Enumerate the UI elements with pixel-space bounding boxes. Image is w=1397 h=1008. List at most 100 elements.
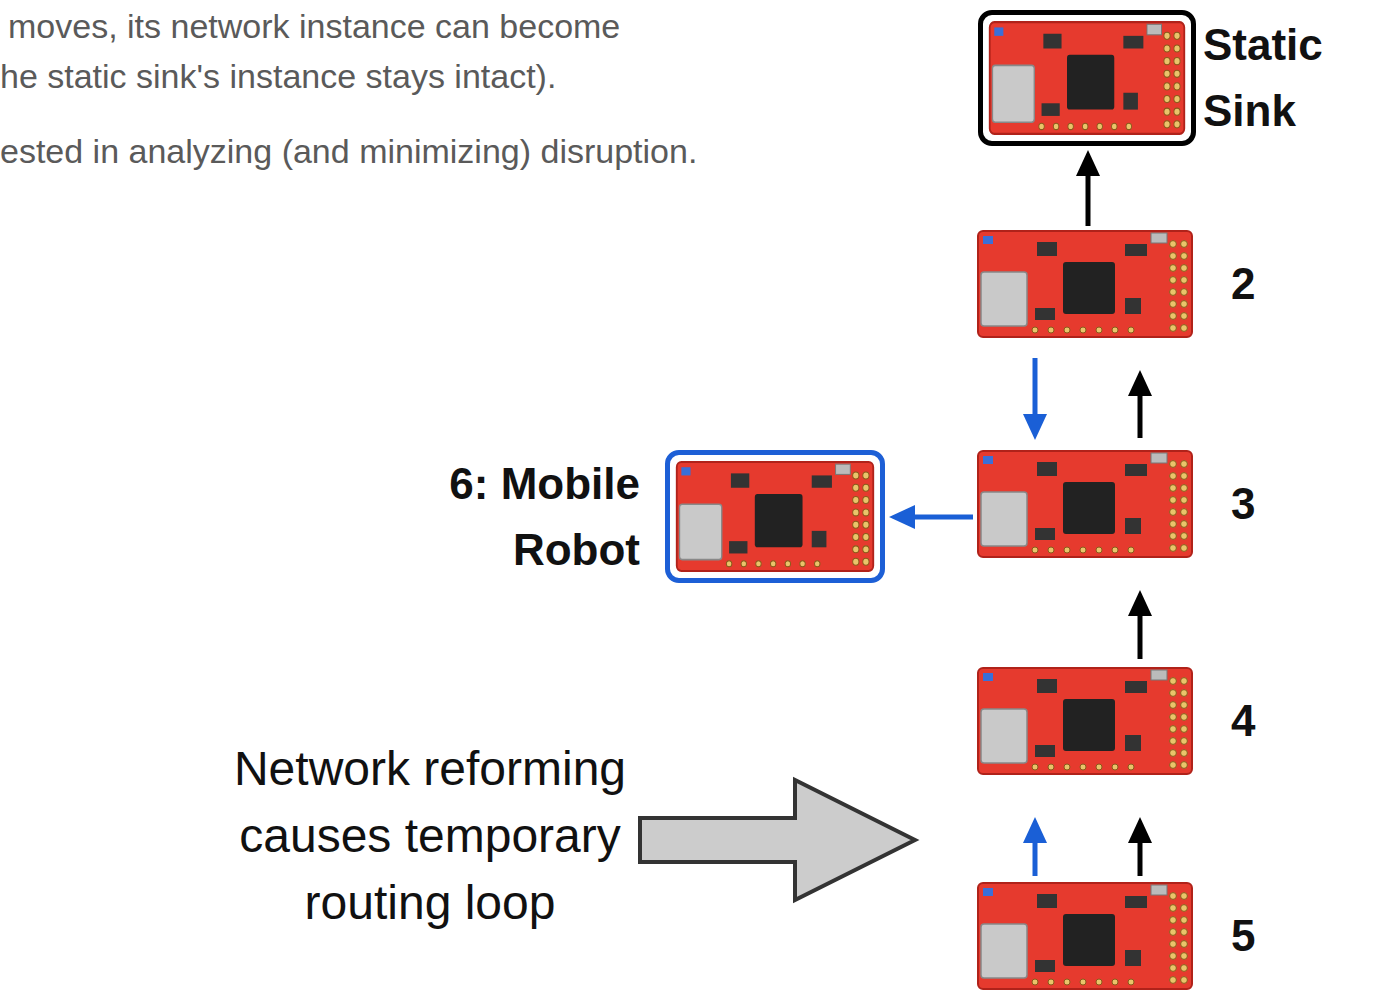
device-node: 5: [975, 880, 1195, 992]
pin-hole: [1112, 764, 1118, 770]
caption-fragment: ested in analyzing (and minimizing) disr…: [0, 131, 697, 171]
pin-hole: [1170, 702, 1177, 709]
pin-hole: [1080, 327, 1086, 333]
chip: [729, 541, 747, 553]
pin-hole: [1170, 738, 1177, 745]
pin-hole: [814, 561, 820, 567]
pcb: [978, 883, 1192, 989]
chip: [1035, 745, 1055, 757]
framed-device-node: 6: Mobile Robot: [665, 450, 885, 583]
chip: [1125, 950, 1141, 966]
pin-hole: [1181, 738, 1188, 745]
arrow-head: [1128, 370, 1152, 396]
pin-hole: [1181, 690, 1188, 697]
pin-hole: [1181, 750, 1188, 757]
board-picture: [987, 19, 1187, 137]
pin-hole: [1181, 762, 1188, 769]
pin-hole: [863, 472, 869, 479]
pin-hole: [1170, 893, 1177, 900]
link-arrow: [1023, 817, 1047, 876]
chip: [1042, 103, 1060, 116]
pin-hole: [1174, 95, 1180, 102]
pin-hole: [1097, 123, 1102, 129]
pin-hole: [1181, 497, 1188, 504]
node-label: 5: [1231, 903, 1311, 969]
framed-device-node: Static Sink: [978, 10, 1196, 146]
chip: [731, 473, 749, 487]
chip: [1125, 896, 1147, 908]
pin-hole: [1181, 726, 1188, 733]
pin-hole: [1032, 764, 1038, 770]
led: [983, 236, 993, 244]
pin-hole: [1170, 929, 1177, 936]
pin-hole: [1053, 123, 1058, 129]
pin-hole: [853, 558, 859, 565]
pin-hole: [1112, 547, 1118, 553]
chip: [1123, 36, 1143, 49]
usb-port: [1151, 885, 1167, 895]
pin-hole: [1174, 58, 1180, 65]
pcb: [978, 668, 1192, 774]
pin-hole: [1181, 241, 1188, 248]
pin-hole: [1181, 678, 1188, 685]
pin-hole: [770, 561, 776, 567]
board-picture: [674, 459, 876, 574]
chip: [1037, 679, 1057, 693]
pin-hole: [1170, 461, 1177, 468]
pin-hole: [1181, 509, 1188, 516]
pin-hole: [1170, 325, 1177, 332]
board-image: [975, 228, 1195, 340]
pin-hole: [1170, 953, 1177, 960]
pin-hole: [1164, 70, 1170, 77]
pin-hole: [1164, 121, 1170, 128]
pin-hole: [1181, 301, 1188, 308]
device-node: 4: [975, 665, 1195, 777]
pin-hole: [1164, 45, 1170, 52]
pin-hole: [1032, 327, 1038, 333]
board-picture: [975, 228, 1195, 340]
pin-hole: [1032, 547, 1038, 553]
pin-hole: [1181, 941, 1188, 948]
pin-hole: [1174, 70, 1180, 77]
radio-module: [981, 492, 1027, 546]
chip: [1037, 894, 1057, 908]
link-arrow: [889, 505, 973, 529]
arrow-shaft: [1086, 176, 1091, 226]
link-arrow: [1128, 590, 1152, 659]
pin-hole: [1170, 714, 1177, 721]
pin-hole: [1170, 509, 1177, 516]
pin-hole: [1064, 547, 1070, 553]
caption-fragment: he static sink's instance stays intact).: [0, 56, 556, 96]
pin-hole: [853, 546, 859, 553]
annotation-text: Network reforming causes temporary routi…: [220, 735, 640, 936]
pin-hole: [1096, 979, 1102, 985]
board-image: [975, 448, 1195, 560]
pin-hole: [863, 509, 869, 516]
pin-hole: [1170, 726, 1177, 733]
board-image: [674, 459, 876, 574]
pin-hole: [1164, 32, 1170, 39]
node-label: 4: [1231, 688, 1311, 754]
pin-hole: [1064, 979, 1070, 985]
usb-port: [836, 464, 851, 474]
hollow-arrow: [640, 780, 915, 900]
arrow-head: [889, 505, 915, 529]
pin-hole: [1170, 497, 1177, 504]
link-arrow: [1128, 817, 1152, 876]
radio-module: [981, 272, 1027, 326]
pin-hole: [853, 509, 859, 516]
pcb: [990, 22, 1185, 134]
pin-hole: [863, 558, 869, 565]
chip: [812, 475, 832, 487]
chip: [1125, 681, 1147, 693]
pin-hole: [1048, 327, 1054, 333]
arrow-shaft: [1033, 843, 1038, 876]
board-picture: [975, 448, 1195, 560]
pin-hole: [1181, 905, 1188, 912]
node-label: 2: [1231, 251, 1311, 317]
pin-hole: [1181, 289, 1188, 296]
pin-hole: [1126, 123, 1131, 129]
link-arrow: [1023, 358, 1047, 440]
pin-hole: [1170, 277, 1177, 284]
pin-hole: [1048, 547, 1054, 553]
